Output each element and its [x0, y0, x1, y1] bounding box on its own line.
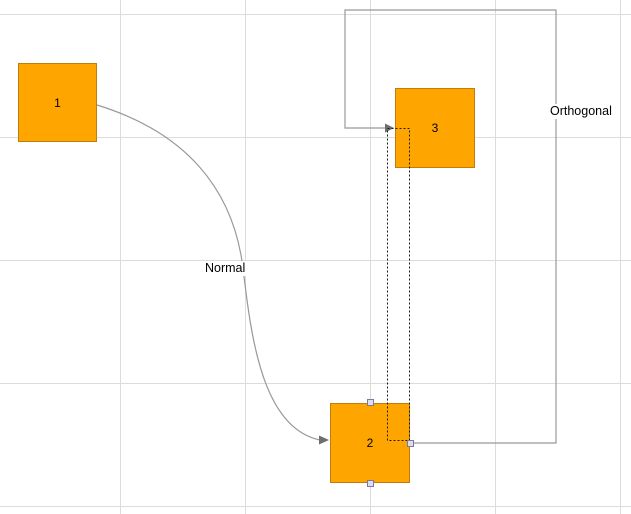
- node-3[interactable]: 3: [395, 88, 475, 168]
- node-1[interactable]: 1: [18, 63, 97, 142]
- node-2-handle-top-center[interactable]: [367, 399, 374, 406]
- edge-label-orthogonal[interactable]: Orthogonal: [548, 104, 614, 119]
- node-3-label: 3: [431, 121, 439, 135]
- normal-arrowhead-icon: [319, 435, 329, 445]
- node-2[interactable]: 2: [330, 403, 410, 483]
- dotted-preview-outline: [387, 128, 410, 441]
- orthogonal-arrowhead-icon: [385, 123, 394, 133]
- edge-orthogonal[interactable]: [344, 9, 557, 444]
- edge-label-normal[interactable]: Normal: [203, 261, 248, 276]
- node-2-label: 2: [366, 436, 374, 450]
- node-2-handle-right-middle[interactable]: [407, 440, 414, 447]
- node-2-handle-bottom-center[interactable]: [367, 480, 374, 487]
- node-1-label: 1: [54, 95, 61, 110]
